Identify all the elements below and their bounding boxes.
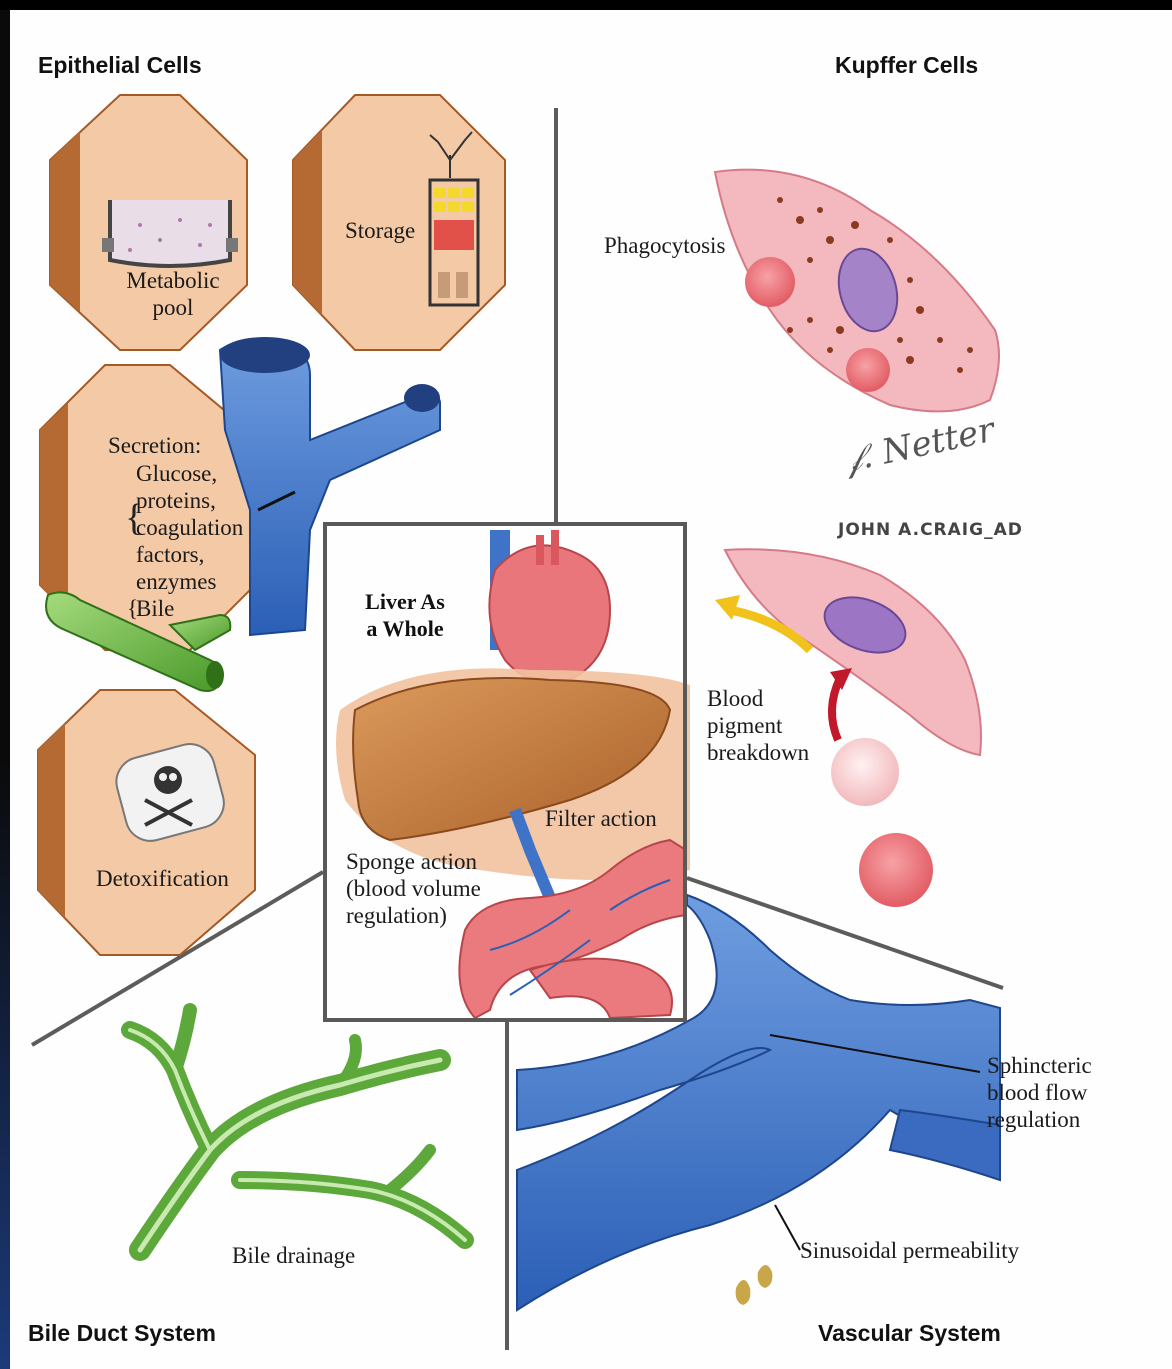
label-secretion-item-1: proteins,: [136, 487, 216, 514]
label-bile-drainage: Bile drainage: [232, 1242, 355, 1269]
signature-craig: JOHN A.CRAIG_AD: [838, 520, 1023, 540]
section-heading-bile-duct: Bile Duct System: [28, 1320, 216, 1347]
label-center-title-1: Liver As: [350, 588, 460, 615]
label-sponge-action-2: regulation): [346, 902, 447, 929]
bile-duct-branches: [130, 1010, 465, 1250]
section-heading-epithelial: Epithelial Cells: [38, 52, 202, 79]
label-blood-pigment-1: pigment: [707, 712, 782, 739]
label-sphincteric-0: Sphincteric: [987, 1052, 1092, 1079]
kupffer-cell-top: [715, 170, 999, 412]
label-blood-pigment-2: breakdown: [707, 739, 809, 766]
label-phagocytosis: Phagocytosis: [604, 232, 725, 259]
section-heading-vascular: Vascular System: [818, 1320, 1001, 1347]
label-sinusoidal-permeability: Sinusoidal permeability: [800, 1237, 1019, 1264]
label-filter-action: Filter action: [545, 805, 657, 832]
label-blood-pigment-0: Blood: [707, 685, 763, 712]
left-edge-bar: [0, 10, 10, 1369]
label-secretion-item-0: Glucose,: [136, 460, 217, 487]
label-detoxification: Detoxification: [96, 865, 229, 892]
label-secretion-item-4: enzymes: [136, 568, 216, 595]
label-secretion-title: Secretion:: [108, 432, 201, 459]
label-sponge-action-0: Sponge action: [346, 848, 477, 875]
liver-functions-diagram: Epithelial Cells Kupffer Cells Bile Duct…: [10, 10, 1172, 1369]
label-sphincteric-2: regulation: [987, 1106, 1080, 1133]
hepatocyte-detoxification: [38, 690, 255, 955]
label-bile: Bile: [136, 595, 174, 622]
label-secretion-item-2: coagulation: [136, 514, 243, 541]
section-heading-kupffer: Kupffer Cells: [835, 52, 978, 79]
label-center-title-2: a Whole: [350, 615, 460, 642]
label-metabolic-pool: Metabolic pool: [118, 267, 228, 321]
label-sphincteric-1: blood flow: [987, 1079, 1087, 1106]
label-secretion-item-3: factors,: [136, 541, 204, 568]
label-storage: Storage: [345, 217, 415, 244]
label-sponge-action-1: (blood volume: [346, 875, 481, 902]
